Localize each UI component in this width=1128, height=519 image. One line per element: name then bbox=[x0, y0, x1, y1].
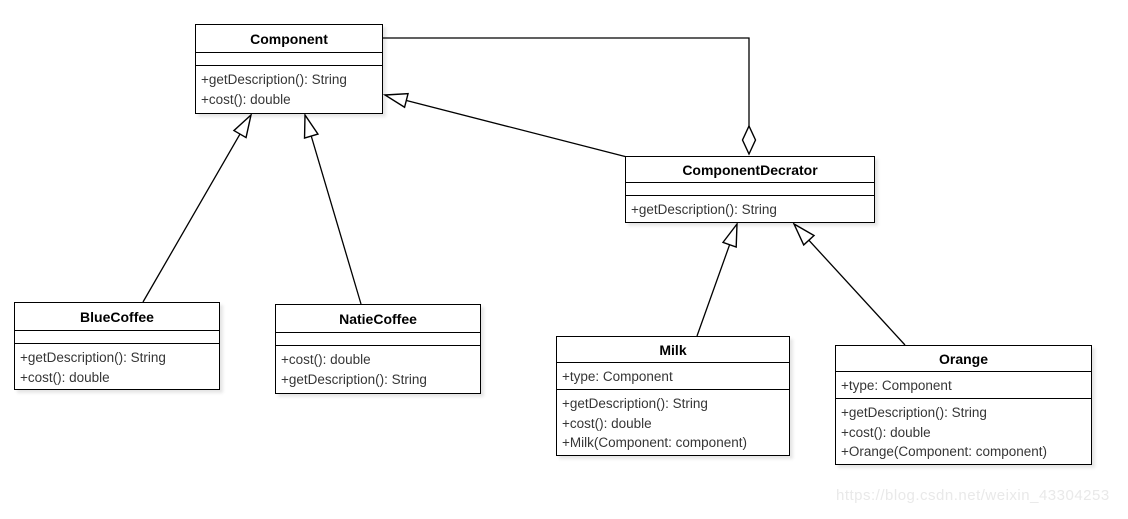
attribute-item: +type: Component bbox=[562, 369, 673, 384]
method-item: +getDescription(): String bbox=[562, 396, 708, 411]
class-title: NatieCoffee bbox=[276, 305, 480, 333]
method-item: +getDescription(): String bbox=[201, 72, 347, 87]
methods-section: +getDescription(): String +cost(): doubl… bbox=[15, 344, 219, 391]
method-item: +cost(): double bbox=[201, 91, 291, 107]
methods-section: +getDescription(): String +cost(): doubl… bbox=[196, 66, 382, 113]
method-item: +cost(): double bbox=[841, 424, 931, 440]
attribute-item: +type: Component bbox=[841, 378, 952, 393]
methods-section: +getDescription(): String +cost(): doubl… bbox=[836, 399, 1091, 466]
generalization-arrow-componentdecrator-to-component bbox=[382, 92, 628, 158]
method-item: +getDescription(): String bbox=[631, 202, 777, 217]
method-item: +cost(): double bbox=[562, 415, 652, 431]
generalization-arrow-orange-to-componentdecrator bbox=[792, 222, 906, 346]
class-box-component: Component +getDescription(): String +cos… bbox=[195, 24, 383, 114]
generalization-arrow-bluecoffee-to-component bbox=[142, 113, 253, 303]
attributes-section: +type: Component bbox=[836, 372, 1091, 399]
attributes-section: +type: Component bbox=[557, 363, 789, 390]
class-box-natiecoffee: NatieCoffee +cost(): double +getDescript… bbox=[275, 304, 481, 394]
method-item: +Orange(Component: component) bbox=[841, 444, 1047, 459]
watermark: https://blog.csdn.net/weixin_43304253 bbox=[836, 487, 1110, 504]
aggregation-diamond-icon bbox=[741, 124, 757, 156]
attributes-section-empty bbox=[626, 183, 874, 196]
class-title: ComponentDecrator bbox=[626, 157, 874, 183]
attributes-section-empty bbox=[196, 53, 382, 66]
method-item: +getDescription(): String bbox=[841, 405, 987, 420]
attributes-section-empty bbox=[15, 331, 219, 344]
method-item: +getDescription(): String bbox=[20, 350, 166, 365]
class-box-componentdecrator: ComponentDecrator +getDescription(): Str… bbox=[625, 156, 875, 223]
attributes-section-empty bbox=[276, 333, 480, 346]
aggregation-connector-component-componentdecrator bbox=[383, 37, 750, 127]
generalization-arrow-natiecoffee-to-component bbox=[303, 112, 362, 305]
method-item: +cost(): double bbox=[281, 352, 371, 367]
class-title: BlueCoffee bbox=[15, 303, 219, 331]
methods-section: +getDescription(): String bbox=[626, 196, 874, 224]
class-box-bluecoffee: BlueCoffee +getDescription(): String +co… bbox=[14, 302, 220, 390]
method-item: +Milk(Component: component) bbox=[562, 435, 747, 450]
method-item: +cost(): double bbox=[20, 369, 110, 385]
generalization-arrow-milk-to-componentdecrator bbox=[696, 221, 738, 337]
methods-section: +cost(): double +getDescription(): Strin… bbox=[276, 346, 480, 393]
class-title: Milk bbox=[557, 337, 789, 363]
class-title: Component bbox=[196, 25, 382, 53]
class-box-milk: Milk +type: Component +getDescription():… bbox=[556, 336, 790, 456]
method-item: +getDescription(): String bbox=[281, 371, 427, 387]
class-box-orange: Orange +type: Component +getDescription(… bbox=[835, 345, 1092, 465]
class-title: Orange bbox=[836, 346, 1091, 372]
methods-section: +getDescription(): String +cost(): doubl… bbox=[557, 390, 789, 457]
